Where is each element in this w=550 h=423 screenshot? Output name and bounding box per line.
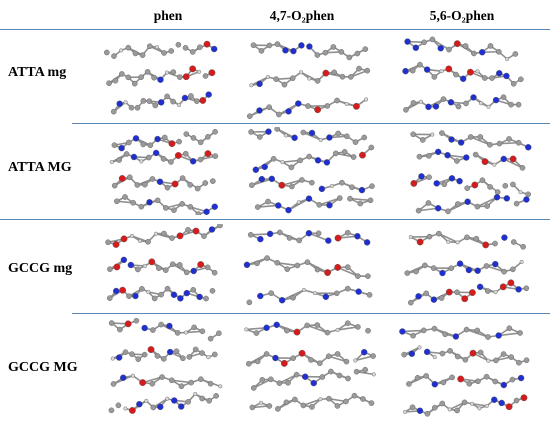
structure-gccg-mg-5-6-o2phen [402,224,532,310]
row-label-atta-mg: ATTA mg [8,65,67,80]
structure-atta-mg-4-7-o2phen [244,33,374,119]
structure-gccg-MG-4-7-o2phen [242,318,378,418]
structure-atta-MG-phen [106,127,224,215]
column-header-5-6-o2phen: 5,6-O₂phen [429,8,495,23]
structure-atta-MG-4-7-o2phen [246,127,376,215]
structure-gccg-mg-4-7-o2phen [242,224,374,310]
row-label-gccg-MG: GCCG MG [8,360,78,375]
top-separator [0,29,550,30]
structure-gccg-MG-phen [104,318,226,418]
column-header-4-7-o2phen: 4,7-O₂phen [269,8,335,23]
atta-separator [72,123,550,124]
group-separator [0,219,550,220]
structure-gccg-MG-5-6-o2phen [398,318,532,418]
structure-atta-mg-phen [102,33,220,119]
row-label-gccg-mg: GCCG mg [8,261,73,276]
structure-gccg-mg-phen [104,224,224,310]
gccg-separator [72,313,550,314]
column-header-phen: phen [153,8,183,23]
structure-atta-MG-5-6-o2phen [408,127,534,215]
structure-atta-mg-5-6-o2phen [398,33,526,119]
row-label-atta-MG: ATTA MG [8,160,72,175]
